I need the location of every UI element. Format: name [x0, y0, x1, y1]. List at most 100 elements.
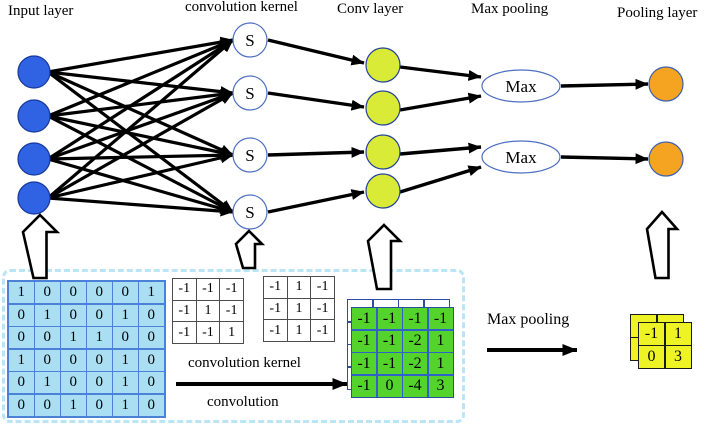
matrix-cell: -1 — [173, 300, 196, 322]
matrix-cell: 1 — [9, 349, 34, 371]
max-pooling-nodes: Max Max — [481, 69, 561, 174]
convolution-kernel-label: convolution kernel — [185, 0, 298, 15]
up-arrow-pooling — [645, 210, 680, 280]
matrix-cell: 0 — [139, 349, 164, 371]
matrix-cell: 1 — [139, 282, 164, 303]
conv-node — [365, 134, 401, 170]
matrix-cell: -1 — [220, 300, 243, 322]
matrix-cell: 1 — [113, 349, 138, 371]
matrix-cell: -1 — [428, 308, 453, 329]
matrix-cell: 1 — [287, 320, 311, 341]
matrix-cell: 0 — [87, 349, 112, 371]
matrix-cell: -1 — [220, 279, 243, 300]
data-example-dashed-box — [2, 269, 465, 423]
matrix-cell: 1 — [9, 282, 34, 303]
matrix-cell: 0 — [61, 349, 86, 371]
matrix-cell: 0 — [35, 327, 60, 348]
matrix-cell: -1 — [264, 277, 287, 298]
matrix-cell: -1 — [196, 322, 220, 343]
matrix-cell: 0 — [87, 394, 112, 416]
matrix-cell: 0 — [9, 372, 34, 393]
max-node-label: Max — [505, 148, 537, 167]
matrix-cell: 0 — [9, 304, 34, 326]
s-node-label: S — [245, 84, 254, 103]
convolution-kernel-caption: convolution kernel — [188, 355, 301, 371]
input-node — [17, 99, 51, 133]
matrix-cell: -2 — [403, 330, 427, 352]
matrix-cell: 0 — [87, 372, 112, 393]
input-to-kernel-edges — [46, 36, 235, 217]
matrix-cell: 0 — [35, 349, 60, 371]
matrix-cell: -1 — [264, 320, 287, 341]
conv-to-max-edges — [399, 65, 482, 194]
matrix-cell: 0 — [377, 375, 402, 397]
conv-layer-label: Conv layer — [337, 1, 404, 17]
pooling-layer-label: Pooling layer — [617, 5, 698, 21]
s-node — [232, 22, 268, 58]
up-arrow-kernel — [234, 229, 266, 270]
matrix-cell: 1 — [35, 372, 60, 393]
max-node — [481, 140, 561, 174]
input-node — [17, 142, 51, 176]
matrix-cell: 1 — [113, 372, 138, 393]
matrix-cell: 1 — [428, 330, 453, 352]
max-pooling-caption: Max pooling — [487, 311, 570, 328]
matrix-cell: 1 — [287, 298, 311, 320]
matrix-cell: 1 — [113, 304, 138, 326]
conv-node — [365, 173, 401, 209]
conv-node — [365, 47, 401, 83]
pooling-node — [648, 141, 684, 177]
matrix-cell: 0 — [35, 394, 60, 416]
matrix-cell: -1 — [173, 322, 196, 343]
matrix-cell: -1 — [352, 353, 376, 374]
convolution-caption: convolution — [207, 394, 279, 410]
matrix-cell: -1 — [377, 308, 402, 329]
matrix-cell: 0 — [61, 372, 86, 393]
matrix-cell: -2 — [403, 353, 427, 374]
matrix-cell: -1 — [264, 298, 287, 320]
conv-layer-nodes — [365, 47, 401, 209]
matrix-cell: 0 — [9, 327, 34, 348]
s-node — [232, 75, 268, 111]
s-node-label: S — [245, 203, 254, 222]
matrix-cell: 0 — [139, 327, 164, 348]
matrix-cell: 1 — [287, 277, 311, 298]
matrix-cell: 1 — [61, 327, 86, 348]
matrix-cell: 1 — [113, 394, 138, 416]
matrix-cell: 0 — [87, 282, 112, 303]
input-layer-nodes — [17, 55, 51, 215]
max-node — [481, 69, 561, 103]
matrix-cell: 1 — [87, 327, 112, 348]
pooling-node — [648, 66, 684, 102]
matrix-cell: -1 — [352, 330, 376, 352]
matrix-cell: 0 — [87, 304, 112, 326]
matrix-cell: 0 — [61, 282, 86, 303]
matrix-cell: -4 — [403, 375, 427, 397]
up-arrow-input — [21, 213, 61, 280]
s-node — [232, 194, 268, 230]
max-node-label: Max — [505, 77, 537, 96]
matrix-cell: -1 — [352, 308, 376, 329]
up-arrows — [21, 210, 680, 291]
matrix-cell: -1 — [173, 279, 196, 300]
max-to-pooling-edges — [560, 78, 649, 165]
conv-node — [365, 90, 401, 126]
matrix-cell: -1 — [311, 277, 334, 298]
matrix-cell: 3 — [428, 375, 453, 397]
matrix-cell: -1 — [196, 279, 220, 300]
up-arrow-conv — [366, 223, 404, 291]
input-node — [17, 55, 51, 89]
pooling-layer-nodes — [648, 66, 684, 177]
matrix-cell: -1 — [352, 375, 376, 397]
matrix-cell: 3 — [665, 346, 691, 368]
max-pooling-label: Max pooling — [471, 1, 549, 17]
matrix-cell: 0 — [113, 282, 138, 303]
matrix-cell: 1 — [61, 394, 86, 416]
matrix-cell: 0 — [139, 304, 164, 326]
